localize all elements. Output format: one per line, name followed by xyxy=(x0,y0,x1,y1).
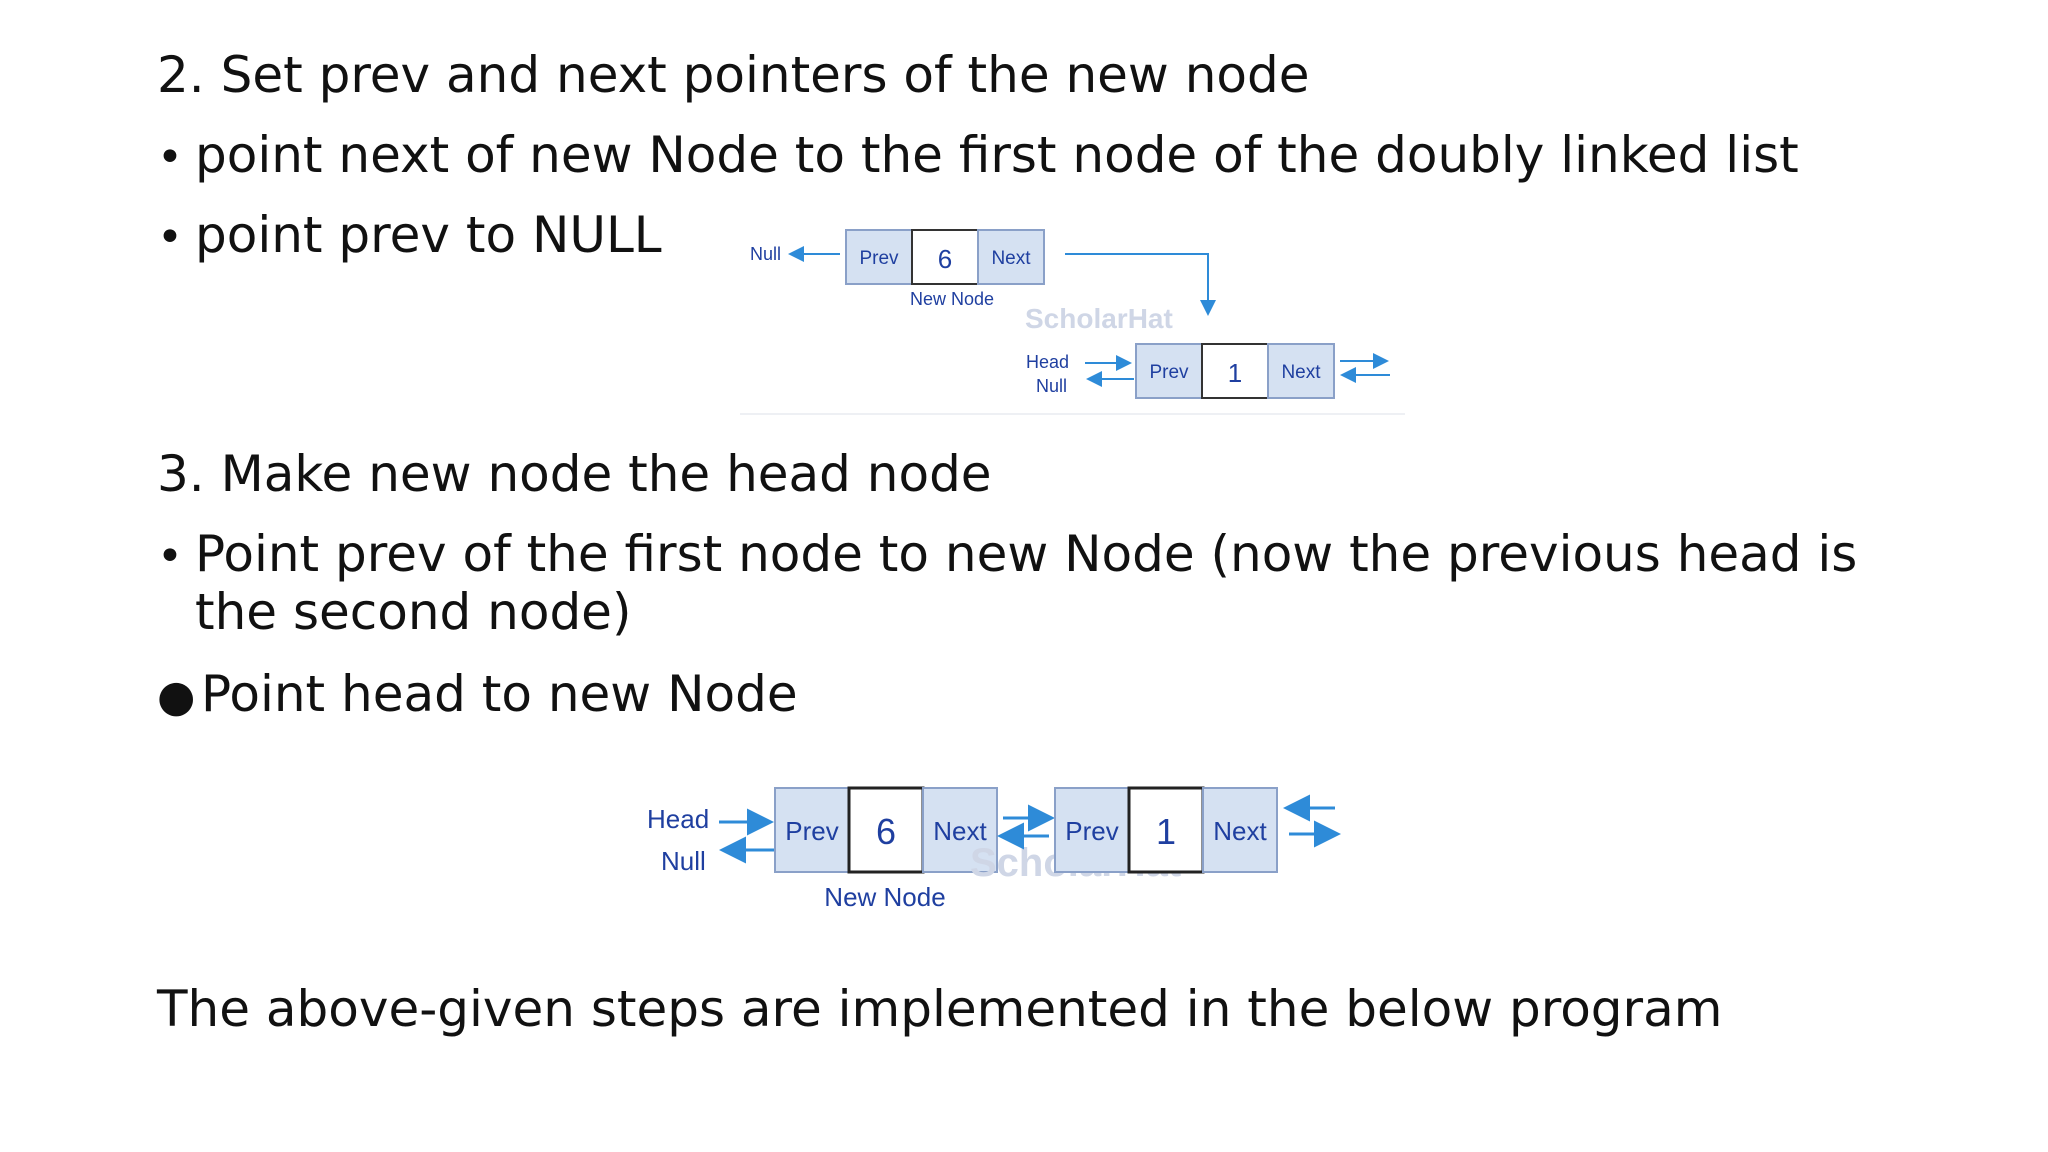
node-value-cell xyxy=(1201,343,1269,399)
node-next-cell xyxy=(977,229,1045,285)
node-value: 6 xyxy=(876,811,896,852)
node-prev-label: Prev xyxy=(859,248,899,269)
diagram-new-node-pointers: Null Prev 6 Next New Node ScholarHat Hea… xyxy=(740,220,1410,420)
node-next-label: Next xyxy=(1213,816,1267,846)
node-value: 1 xyxy=(1156,811,1176,852)
null-label: Null xyxy=(750,244,781,264)
node-prev-label: Prev xyxy=(1065,816,1118,846)
footer-text: The above-given steps are implemented in… xyxy=(157,980,1723,1038)
node-next-label: Next xyxy=(991,248,1031,269)
head-label: Head xyxy=(1026,352,1069,372)
node-prev-cell xyxy=(1054,787,1130,873)
node-value: 6 xyxy=(938,244,952,274)
bullet-text: point next of new Node to the first node… xyxy=(195,126,1799,184)
node-prev-label: Prev xyxy=(1149,362,1189,383)
node-next-cell xyxy=(922,787,998,873)
watermark: ScholarHat xyxy=(1025,303,1173,334)
bullet-text: Point prev of the first node to new Node… xyxy=(195,525,1858,641)
section2-bullet-1: • point next of new Node to the first no… xyxy=(157,126,1799,187)
node-next-cell xyxy=(1202,787,1278,873)
bullet-icon: • xyxy=(157,132,183,183)
node-next-cell xyxy=(1267,343,1335,399)
new-node-caption: New Node xyxy=(910,289,994,309)
head-label: Head xyxy=(647,804,709,834)
head-null-label: Null xyxy=(1036,376,1067,396)
bullet-icon: • xyxy=(157,212,183,263)
section2-bullet-2: • point prev to NULL xyxy=(157,206,662,267)
node-prev-cell xyxy=(774,787,850,873)
section3-heading: 3. Make new node the head node xyxy=(157,445,992,503)
bullet-icon: ● xyxy=(157,671,196,722)
node-next-label: Next xyxy=(1281,362,1321,383)
section3-bullet-1: • Point prev of the first node to new No… xyxy=(157,525,1917,641)
bullet-icon: • xyxy=(157,531,183,582)
diagram-new-head-node: Head Null Prev 6 Next New Node ScholarHa… xyxy=(635,760,1355,920)
bullet-text: Point head to new Node xyxy=(201,665,798,723)
section3-bullet-2: ● Point head to new Node xyxy=(157,665,798,726)
node-prev-label: Prev xyxy=(785,816,838,846)
new-node-caption: New Node xyxy=(824,882,945,912)
arrow-icon xyxy=(1065,253,1216,316)
bullet-text: point prev to NULL xyxy=(195,206,662,264)
node-next-label: Next xyxy=(933,816,987,846)
section2-heading: 2. Set prev and next pointers of the new… xyxy=(157,46,1310,104)
node-value: 1 xyxy=(1228,358,1242,388)
null-label: Null xyxy=(661,846,706,876)
